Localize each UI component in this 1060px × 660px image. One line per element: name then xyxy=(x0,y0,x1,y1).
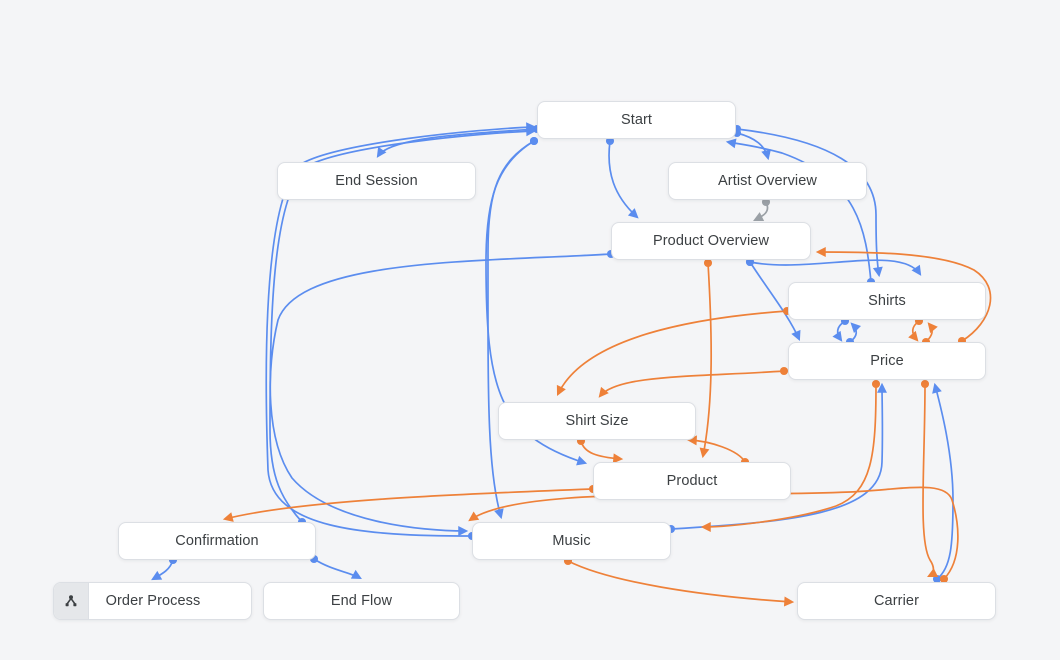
node-shirts[interactable]: Shirts xyxy=(788,282,986,320)
node-label: End Flow xyxy=(330,593,393,609)
node-product-overview[interactable]: Product Overview xyxy=(611,222,811,260)
edge-artist-overview-to-product-overview[interactable] xyxy=(753,197,771,221)
node-label: Product xyxy=(666,473,718,489)
edge-confirmation-to-start[interactable] xyxy=(269,126,537,527)
edge-price-to-music[interactable] xyxy=(700,379,881,532)
edge-price-to-product-overview[interactable] xyxy=(815,247,992,346)
node-start[interactable]: Start xyxy=(537,101,736,139)
node-label: End Session xyxy=(335,173,418,189)
node-shirt-size[interactable]: Shirt Size xyxy=(498,402,696,440)
node-end-session[interactable]: End Session xyxy=(277,162,476,200)
edge-product-to-shirt-size[interactable] xyxy=(686,435,750,467)
edge-carrier-to-price[interactable] xyxy=(932,382,954,584)
node-label: Start xyxy=(620,112,653,128)
node-label: Order Process xyxy=(105,593,201,609)
edge-product-to-confirmation[interactable] xyxy=(222,484,598,522)
edge-shirts-to-price[interactable] xyxy=(832,316,850,342)
node-label: Music xyxy=(552,533,591,549)
node-end-flow[interactable]: End Flow xyxy=(263,582,460,620)
edge-price-to-shirt-size[interactable] xyxy=(598,366,789,398)
node-label: Shirts xyxy=(868,293,906,309)
edge-product-overview-to-product[interactable] xyxy=(699,258,713,459)
node-icon-box xyxy=(54,583,89,619)
node-price[interactable]: Price xyxy=(788,342,986,380)
node-label: Price xyxy=(870,353,904,369)
node-carrier[interactable]: Carrier xyxy=(797,582,996,620)
node-confirmation[interactable]: Confirmation xyxy=(118,522,316,560)
edge-start-to-music[interactable] xyxy=(487,136,539,520)
edge-shirt-size-to-product[interactable] xyxy=(576,436,624,464)
edge-price-to-shirts[interactable] xyxy=(921,322,938,347)
node-product[interactable]: Product xyxy=(593,462,791,500)
edge-product-overview-to-shirts[interactable] xyxy=(745,257,922,276)
node-label: Shirt Size xyxy=(565,413,629,429)
node-artist-overview[interactable]: Artist Overview xyxy=(668,162,867,200)
subflow-icon xyxy=(65,595,77,607)
node-music[interactable]: Music xyxy=(472,522,671,560)
node-order-process[interactable]: Order Process xyxy=(53,582,252,620)
edge-carrier-to-music[interactable] xyxy=(468,486,959,584)
node-label: Artist Overview xyxy=(718,173,817,189)
edge-shirts-to-price[interactable] xyxy=(908,316,924,342)
edge-shirts-to-shirt-size[interactable] xyxy=(556,306,792,396)
edge-confirmation-to-order-process[interactable] xyxy=(151,555,178,581)
edge-price-to-shirts[interactable] xyxy=(845,322,861,347)
node-label: Product Overview xyxy=(652,233,770,249)
node-label: Confirmation xyxy=(175,533,259,549)
edge-confirmation-to-end-flow[interactable] xyxy=(309,554,362,580)
edge-music-to-carrier[interactable] xyxy=(563,556,795,607)
edge-music-to-price[interactable] xyxy=(666,382,887,534)
edge-start-to-product-overview[interactable] xyxy=(605,136,639,219)
node-label: Carrier xyxy=(873,593,919,609)
edge-price-to-carrier[interactable] xyxy=(920,379,939,577)
